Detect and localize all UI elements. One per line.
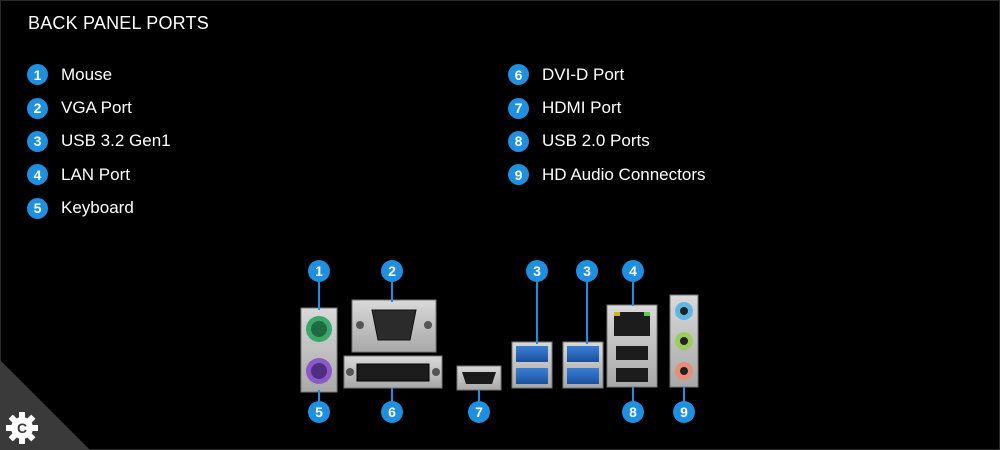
number-badge: 3 <box>27 130 48 152</box>
usb32-port <box>567 368 599 384</box>
usb20-port <box>616 368 648 382</box>
callout-badge: 5 <box>308 401 330 423</box>
leader-line <box>391 388 393 404</box>
usb32-port <box>567 346 599 362</box>
legend-label: USB 2.0 Ports <box>542 131 650 151</box>
legend-item-usb20: 8 USB 2.0 Ports <box>508 125 705 158</box>
page-title: BACK PANEL PORTS <box>28 13 209 33</box>
usb32-stack-a <box>511 341 553 389</box>
lan-usb20-stack <box>606 304 658 388</box>
hdmi-port <box>456 365 502 391</box>
number-badge: 4 <box>27 164 48 186</box>
legend-item-dvi: 6 DVI-D Port <box>508 58 705 91</box>
leader-line <box>683 387 685 404</box>
legend-item-usb32: 3 USB 3.2 Gen1 <box>27 125 171 158</box>
legend-item-keyboard: 5 Keyboard <box>27 192 171 225</box>
legend-item-lan: 4 LAN Port <box>27 158 171 191</box>
number-badge: 1 <box>27 64 48 86</box>
number-badge: 8 <box>508 130 529 152</box>
callout-badge: 4 <box>622 260 644 282</box>
callout-badge: 7 <box>468 401 490 423</box>
callout-badge: 3 <box>576 260 598 282</box>
ps2-ports <box>300 307 338 393</box>
legend-label: USB 3.2 Gen1 <box>61 131 171 151</box>
callout-badge: 1 <box>308 260 330 282</box>
legend-item-hdmi: 7 HDMI Port <box>508 91 705 124</box>
legend-label: HD Audio Connectors <box>542 164 706 184</box>
vga-dvi-bracket <box>343 299 443 389</box>
vga-port <box>371 309 417 341</box>
number-badge: 9 <box>508 164 529 186</box>
leader-line <box>318 390 320 404</box>
usb32-stack-b <box>562 341 604 389</box>
number-badge: 7 <box>508 97 529 119</box>
leader-line <box>478 390 480 404</box>
leader-line <box>632 282 634 306</box>
legend-right: 6 DVI-D Port 7 HDMI Port 8 USB 2.0 Ports… <box>508 58 705 192</box>
number-badge: 5 <box>27 197 48 219</box>
number-badge: 6 <box>508 64 529 86</box>
callout-badge: 3 <box>526 260 548 282</box>
dvi-port <box>356 363 430 382</box>
legend-label: DVI-D Port <box>542 64 625 84</box>
leader-line <box>632 387 634 404</box>
legend-item-vga: 2 VGA Port <box>27 91 171 124</box>
legend-label: Keyboard <box>61 198 134 218</box>
legend-label: VGA Port <box>61 98 132 118</box>
gear-icon[interactable]: C <box>0 360 90 450</box>
leader-line <box>318 282 320 310</box>
usb32-port <box>516 368 548 384</box>
legend-item-audio: 9 HD Audio Connectors <box>508 158 705 191</box>
legend-label: LAN Port <box>61 164 130 184</box>
callout-badge: 8 <box>622 401 644 423</box>
legend-label: Mouse <box>61 64 113 84</box>
audio-jacks <box>669 294 699 388</box>
legend-label: HDMI Port <box>542 98 622 118</box>
number-badge: 2 <box>27 97 48 119</box>
leader-line <box>536 282 538 344</box>
callout-badge: 9 <box>673 401 695 423</box>
gear-letter: C <box>17 420 27 436</box>
callout-badge: 2 <box>381 260 403 282</box>
legend-left: 1 Mouse 2 VGA Port 3 USB 3.2 Gen1 4 LAN … <box>27 58 171 225</box>
leader-line <box>391 282 393 302</box>
legend-item-mouse: 1 Mouse <box>27 58 171 91</box>
usb20-port <box>616 346 648 360</box>
leader-line <box>586 282 588 344</box>
callout-badge: 6 <box>381 401 403 423</box>
usb32-port <box>516 346 548 362</box>
